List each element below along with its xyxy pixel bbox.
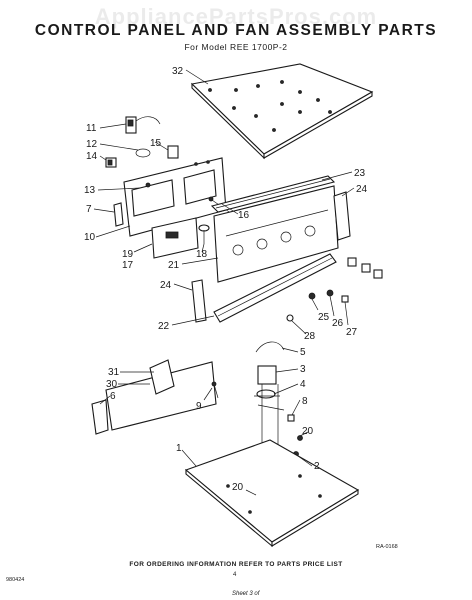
callout: 3 (300, 364, 306, 375)
callout: 26 (332, 318, 344, 329)
page-number: 4 (233, 572, 237, 578)
callout: 5 (300, 347, 306, 358)
callout: 12 (86, 139, 98, 150)
callout: 8 (302, 396, 308, 407)
small-switch (105, 157, 117, 168)
leader-lines (93, 69, 355, 496)
bottom-trim-strip (213, 253, 337, 323)
clip (286, 314, 294, 322)
callout: 31 (108, 367, 120, 378)
callout: 13 (84, 185, 96, 196)
page-subtitle: For Model REE 1700P-2 (184, 42, 288, 52)
callout: 23 (354, 168, 366, 179)
handwritten-note: Sheet 3 of (232, 591, 260, 597)
callout: 20 (232, 482, 244, 493)
switch-ring (135, 145, 179, 159)
callout: 6 (110, 391, 116, 402)
switch-bracket (125, 116, 161, 134)
knob (198, 224, 210, 244)
callout: 21 (168, 260, 180, 271)
document-code: 980424 (6, 577, 25, 583)
callout: 32 (172, 66, 184, 77)
callout: 17 (122, 260, 134, 271)
callout-numbers: 32 11 12 15 14 13 7 10 16 23 24 19 17 18… (84, 66, 368, 493)
knob-set (308, 257, 383, 303)
callout: 18 (196, 249, 208, 260)
top-cover-plate (190, 63, 374, 160)
timer-module (151, 217, 199, 259)
callout: 10 (84, 232, 96, 243)
callout: 1 (176, 443, 182, 454)
callout: 20 (302, 426, 314, 437)
callout: 9 (196, 401, 202, 412)
callout: 15 (150, 138, 162, 149)
callout: 24 (356, 184, 368, 195)
side-duct (91, 359, 217, 435)
panel-end-cap (113, 202, 124, 227)
callout: 14 (86, 151, 98, 162)
callout: 25 (318, 312, 330, 323)
callout: 7 (86, 204, 92, 215)
console-panel (213, 185, 339, 283)
right-end-cap (333, 191, 351, 241)
callout: 22 (158, 321, 170, 332)
callout: 24 (160, 280, 172, 291)
callout: 16 (238, 210, 250, 221)
callout: 19 (122, 249, 134, 260)
callout: 28 (304, 331, 316, 342)
callout: 27 (346, 327, 358, 338)
page-title: CONTROL PANEL AND FAN ASSEMBLY PARTS (34, 22, 438, 39)
control-panel-frame (123, 157, 227, 237)
left-end-cap (191, 279, 207, 323)
top-trim-strip (210, 175, 336, 213)
ordering-footer: FOR ORDERING INFORMATION REFER TO PARTS … (129, 561, 343, 568)
callout: 2 (314, 461, 320, 472)
diagram-reference: RA-0168 (376, 544, 398, 550)
fan-motor-assembly (254, 341, 285, 411)
callout: 30 (106, 379, 118, 390)
base-plate (184, 439, 360, 548)
callout: 4 (300, 379, 306, 390)
duct-screw (211, 381, 219, 399)
callout: 11 (86, 123, 97, 134)
